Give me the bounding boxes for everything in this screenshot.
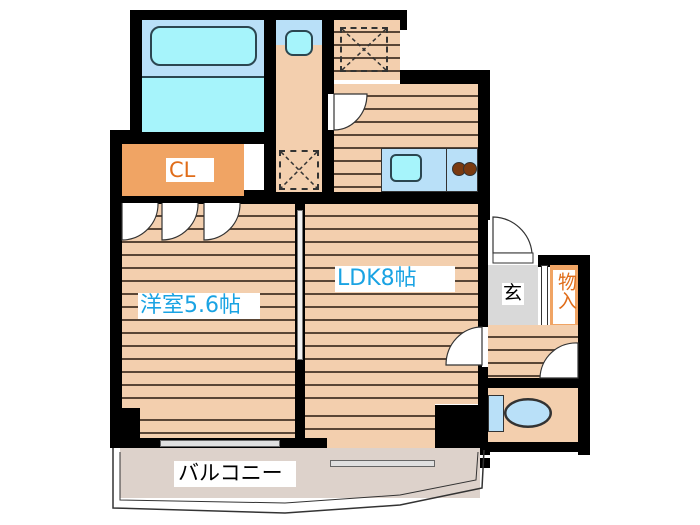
window-western[interactable] <box>160 440 280 447</box>
washing-machine-space <box>279 150 319 190</box>
wall-toilet-bottom <box>478 442 590 452</box>
bathroom-floor <box>142 76 264 132</box>
sliding-door-partition[interactable] <box>297 210 303 360</box>
counter-divider <box>446 148 447 192</box>
wall-left-main <box>110 132 122 422</box>
wall-left-bath <box>130 10 142 140</box>
western-room-label: 洋室5.6帖 <box>138 293 260 319</box>
washbasin <box>285 30 313 56</box>
storage-label: 物入 <box>553 270 577 324</box>
bathtub <box>150 26 257 66</box>
wall-bath-corridor-1 <box>264 10 276 200</box>
wall-toilet-top <box>478 378 590 388</box>
toilet-tank <box>488 395 504 432</box>
ldk-lower <box>305 404 435 438</box>
laundry-space <box>340 27 388 72</box>
western-room-alcove <box>140 408 295 438</box>
wall-top-ldk-right <box>400 70 490 84</box>
stove-burner-icon <box>463 162 477 176</box>
toilet-bowl-icon <box>504 398 552 428</box>
closet-label: CL <box>166 158 214 182</box>
entrance-label: 玄 <box>502 282 524 305</box>
kitchen-sink <box>390 154 422 182</box>
wall-entry-top <box>538 255 590 267</box>
balcony-label: バルコニー <box>174 461 296 487</box>
ldk-room <box>305 204 478 404</box>
wall-right-upper <box>478 70 490 220</box>
window-ldk[interactable] <box>330 460 435 467</box>
ldk-label: LDK8帖 <box>335 266 455 292</box>
wall-entry-right <box>578 255 590 455</box>
wall-bath-bottom <box>110 130 276 144</box>
